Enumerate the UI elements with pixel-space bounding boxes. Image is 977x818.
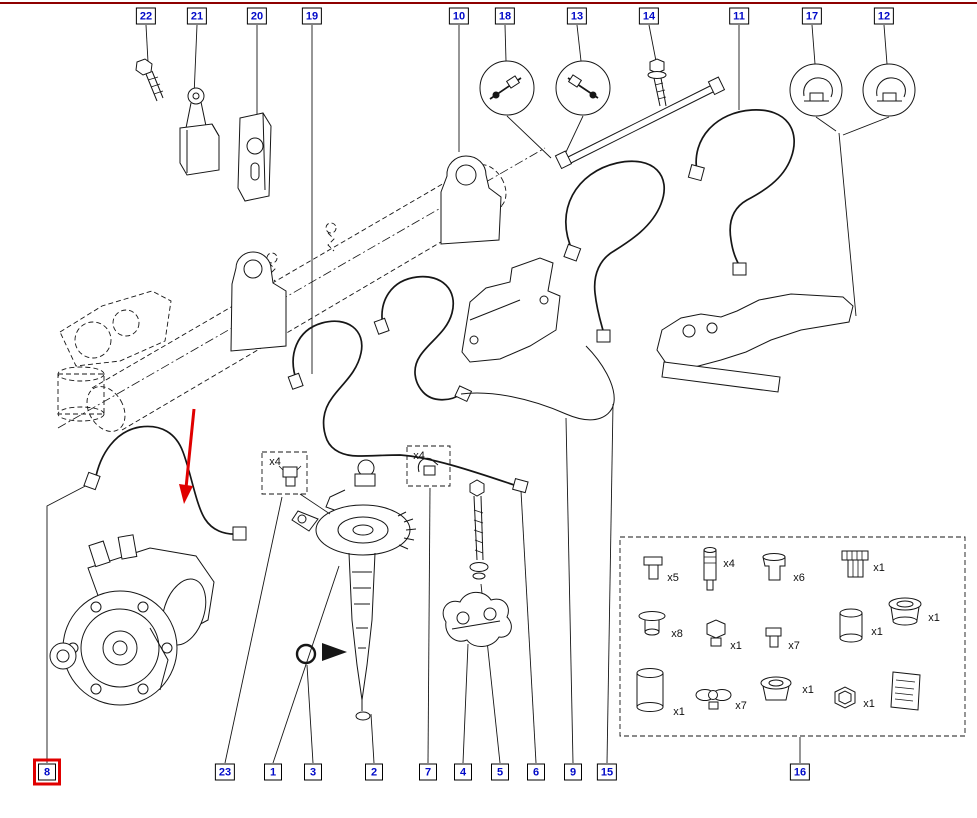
injector-clamp [442,591,512,647]
quantity-label: x5 [667,572,679,584]
leader-lines [46,24,890,764]
quantity-label: x7 [735,700,747,712]
o-ring-seal [295,643,347,665]
fuel-injector [291,459,417,721]
kit-grommet-x1 [888,597,922,626]
kit-bushing-x8 [638,611,666,636]
quantity-label: x6 [793,572,805,584]
part-callout-23[interactable]: 23 [214,763,236,781]
part-callout-16[interactable]: 16 [789,763,811,781]
part-callout-13[interactable]: 13 [566,7,588,25]
part-callout-2[interactable]: 2 [365,763,383,781]
fuel-supply-pipe [83,425,247,541]
manual-booklet-icon [890,671,921,711]
part-callout-20[interactable]: 20 [246,7,268,25]
kit-pin-x4 [703,547,717,591]
quantity-label: x1 [928,612,940,624]
quantity-label: x1 [673,706,685,718]
part-callout-11[interactable]: 11 [729,7,749,25]
quantity-label: x4 [269,456,281,468]
detail-circle-13 [555,60,611,116]
part-callout-10[interactable]: 10 [448,7,470,25]
part-callout-1[interactable]: 1 [264,763,282,781]
part-callout-9[interactable]: 9 [564,763,582,781]
red-arrow-annotation [179,408,196,504]
part-callout-15[interactable]: 15 [596,763,618,781]
quantity-label: x1 [730,640,742,652]
kit-cylinder-x1 [636,668,664,712]
quantity-label: x1 [873,562,885,574]
quantity-label: x4 [413,450,425,462]
quantity-label: x1 [802,684,814,696]
part-callout-14[interactable]: 14 [638,7,660,25]
part-callout-3[interactable]: 3 [304,763,322,781]
rail-bracket-right [656,293,854,393]
kit-hex-plug-x1 [706,619,726,647]
quantity-label: x1 [871,626,883,638]
injection-pump [49,534,215,706]
part-callout-7[interactable]: 7 [419,763,437,781]
hardware-kit-box [619,536,966,737]
bolt-14 [647,58,667,107]
part-callout-5[interactable]: 5 [491,763,509,781]
part-callout-21[interactable]: 21 [186,7,208,25]
bracket-21 [179,87,220,176]
bolt-22 [135,58,164,102]
detail-circle-18 [479,60,535,116]
part-callout-18[interactable]: 18 [494,7,516,25]
detail-circle-17 [789,63,843,117]
kit-wing-clip-x7 [695,689,732,710]
part-callout-8[interactable]: 8 [33,758,61,786]
injector-pipes-right [554,76,795,343]
kit-plug-x7 [765,627,782,648]
clamp-kit-box-b [406,445,451,487]
bracket-20 [237,112,272,202]
quantity-label: x7 [788,640,800,652]
mount-plate-bracket [461,257,561,363]
top-divider [0,2,977,4]
injector-pipes-center [287,275,615,494]
rail-mount-brackets [230,155,502,352]
clamp-bolt [469,479,489,580]
engine-ghost-outline [57,147,546,432]
part-callout-4[interactable]: 4 [454,763,472,781]
kit-cap-x5 [643,556,663,580]
kit-flanged-ring-x1 [760,676,792,701]
part-callout-12[interactable]: 12 [873,7,895,25]
quantity-label: x1 [863,698,875,710]
kit-knurled-cap-x1 [841,550,869,578]
part-callout-6[interactable]: 6 [527,763,545,781]
quantity-label: x4 [723,558,735,570]
kit-hex-bolt-x1 [834,686,856,709]
kit-sleeve-x1 [839,608,863,643]
quantity-label: x8 [671,628,683,640]
detail-circle-12 [862,63,916,117]
kit-cap-x6 [762,553,786,581]
part-callout-17[interactable]: 17 [801,7,823,25]
clamp-kit-box-a [261,451,331,515]
part-callout-19[interactable]: 19 [301,7,323,25]
part-callout-22[interactable]: 22 [135,7,157,25]
